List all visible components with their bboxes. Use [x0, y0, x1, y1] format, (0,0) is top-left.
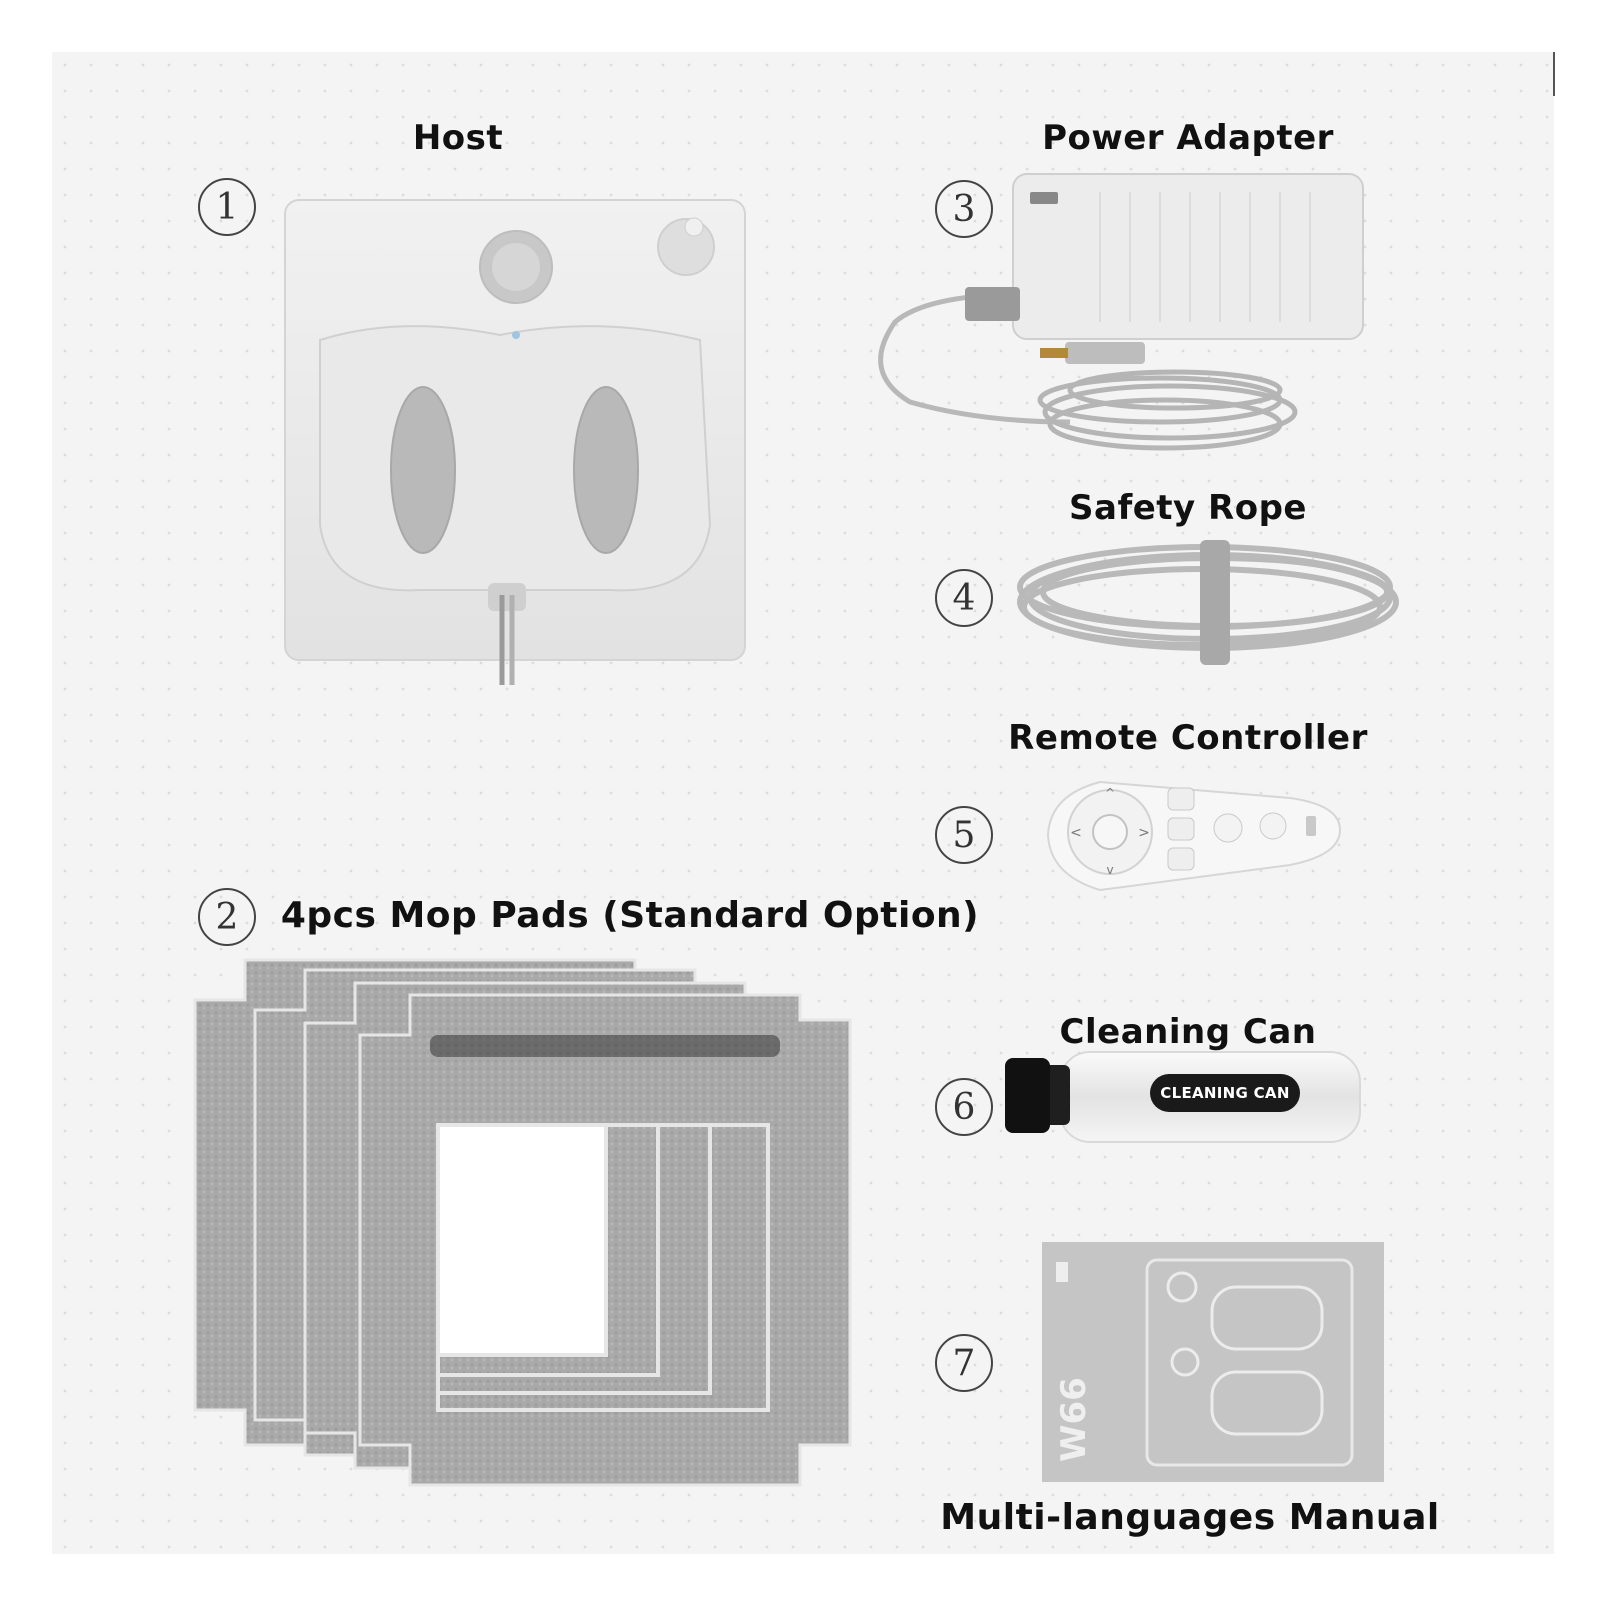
label-safety-rope: Safety Rope: [1069, 488, 1307, 528]
label-manual: Multi-languages Manual: [940, 1497, 1440, 1538]
edge-mark: [1553, 52, 1555, 96]
label-cleaning-can: Cleaning Can: [1059, 1012, 1317, 1052]
safety-rope-image: [1017, 540, 1399, 665]
host-robot-image: [284, 199, 746, 685]
remote-controller-image: ^ v < >: [1046, 780, 1342, 892]
svg-text:>: >: [1138, 825, 1150, 841]
item-number-4: 4: [935, 569, 993, 627]
item-number-7: 7: [935, 1334, 993, 1392]
cleaning-can-image: CLEANING CAN: [1000, 1040, 1365, 1150]
svg-text:v: v: [1106, 863, 1113, 877]
label-mop-pads: 4pcs Mop Pads (Standard Option): [280, 895, 980, 936]
manual-image: W66: [1042, 1242, 1384, 1482]
item-number-6: 6: [935, 1078, 993, 1136]
item-number-2: 2: [198, 888, 256, 946]
label-power-adapter: Power Adapter: [1042, 118, 1334, 158]
svg-text:^: ^: [1105, 786, 1115, 800]
item-number-5: 5: [935, 806, 993, 864]
power-adapter-image: [878, 173, 1364, 451]
item-number-3: 3: [935, 180, 993, 238]
manual-model-text: W66: [1054, 1377, 1094, 1462]
mop-pads-image: [193, 958, 852, 1487]
svg-text:<: <: [1070, 825, 1082, 841]
label-host: Host: [412, 118, 504, 158]
can-label-badge: CLEANING CAN: [1150, 1074, 1300, 1112]
label-remote-controller: Remote Controller: [1008, 718, 1368, 758]
item-number-1: 1: [198, 178, 256, 236]
